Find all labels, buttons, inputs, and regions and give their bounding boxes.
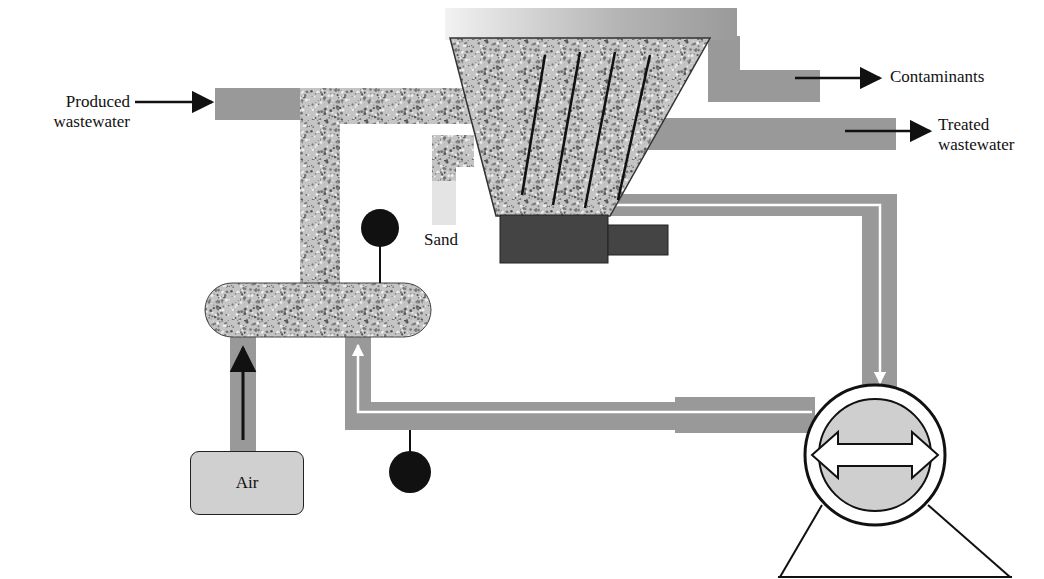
contaminant-pipe <box>708 70 820 102</box>
saturation-vessel <box>205 283 431 337</box>
treated-pipe <box>640 118 896 150</box>
recycle-pump <box>778 385 1012 577</box>
label-text: Treated wastewater <box>938 115 1014 154</box>
air-arrow <box>242 348 245 440</box>
inlet-label: Produced wastewater <box>18 92 130 131</box>
sludge-hopper <box>500 215 608 263</box>
sand-label: Sand <box>424 230 484 250</box>
return-pipe <box>345 402 680 430</box>
lamella-plates <box>522 52 650 208</box>
label-text: Contaminants <box>890 67 984 86</box>
sludge-outlet <box>608 225 668 255</box>
outlet-label: Treated wastewater <box>938 115 1042 154</box>
outlet-arrow <box>795 77 880 80</box>
inlet-pipe <box>215 88 303 120</box>
flotation-tank <box>450 38 710 216</box>
air-supply-box: Air <box>190 451 304 515</box>
return-pipe <box>675 397 815 433</box>
label-text: Sand <box>424 230 458 249</box>
skimmer-band <box>445 8 737 40</box>
feed-riser <box>300 88 340 288</box>
air-pipe <box>230 330 256 452</box>
valve <box>389 451 431 493</box>
outlet-arrow <box>845 130 930 133</box>
valve <box>361 209 399 247</box>
flow-arrow <box>358 345 812 412</box>
node-text: Air <box>236 473 259 493</box>
outlet-label: Contaminants <box>890 67 1040 87</box>
label-text: Produced wastewater <box>54 92 130 131</box>
sand-pipe <box>432 135 456 181</box>
inlet-arrow <box>135 101 212 104</box>
sand-outlet <box>432 181 456 225</box>
